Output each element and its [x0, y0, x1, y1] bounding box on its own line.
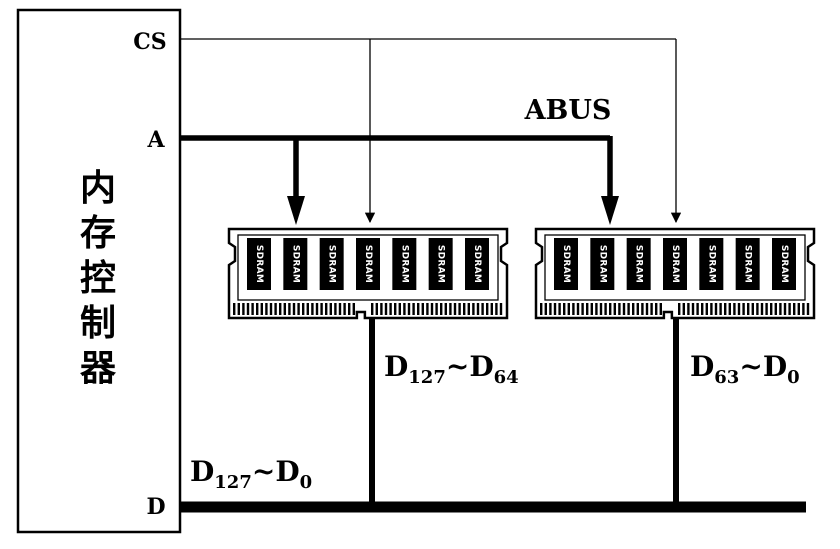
sdram-chip-label: SDRAM: [706, 245, 716, 283]
sdram-chip: SDRAM: [699, 238, 724, 290]
sdram-chip: SDRAM: [590, 238, 615, 290]
sdram-chip-label: SDRAM: [472, 245, 482, 283]
sdram-chip-label: SDRAM: [290, 245, 300, 283]
sdram-module-2: SDRAM SDRAM SDRAM SDRAM SDRAM SDRAM SDRAM: [534, 227, 816, 320]
controller-title: 内 存 控 制 器: [80, 168, 117, 389]
sdram-chip-label: SDRAM: [743, 245, 753, 283]
sdram-chip-label: SDRAM: [634, 245, 644, 283]
edge-connector-pins: [540, 303, 810, 315]
sdram-chip-label: SDRAM: [670, 245, 680, 283]
sdram-chip: SDRAM: [735, 238, 760, 290]
controller-title-char: 内: [80, 168, 116, 209]
address-bus: [180, 135, 619, 225]
module-1-data-range-label: D127~D64: [384, 350, 519, 388]
sdram-chip-label: SDRAM: [363, 245, 373, 283]
address-arrow-module-2: [601, 196, 619, 225]
controller-title-char: 控: [80, 258, 116, 299]
edge-connector-pins: [233, 303, 503, 315]
cs-line: [180, 38, 682, 224]
controller-title-char: 制: [80, 303, 116, 344]
sdram-chip: SDRAM: [554, 238, 578, 290]
pin-a-label: A: [146, 127, 165, 153]
sdram-module-1: SDRAM SDRAM SDRAM SDRAM SDRAM SDRAM SDRAM: [227, 227, 509, 320]
abus-label: ABUS: [524, 95, 612, 126]
sdram-chip: SDRAM: [247, 238, 271, 290]
sdram-chip-label: SDRAM: [254, 245, 264, 283]
sdram-chip: SDRAM: [663, 238, 687, 290]
sdram-chip: SDRAM: [392, 238, 417, 290]
sdram-chip: SDRAM: [283, 238, 308, 290]
sdram-chip-label: SDRAM: [561, 245, 571, 283]
module-inner-frame: [237, 234, 499, 301]
address-arrow-module-1: [287, 196, 305, 225]
memory-controller-box: [16, 8, 182, 534]
controller-title-char: 器: [80, 348, 117, 389]
sdram-chip: SDRAM: [772, 238, 796, 290]
pin-d-label: D: [146, 494, 165, 520]
sdram-chip-label: SDRAM: [779, 245, 789, 283]
pin-cs-label: CS: [133, 29, 166, 55]
sdram-chip: SDRAM: [428, 238, 453, 290]
sdram-chip-label: SDRAM: [436, 245, 446, 283]
data-bus-range-label: D127~D0: [190, 455, 312, 493]
sdram-chip: SDRAM: [626, 238, 651, 290]
sdram-chip-label: SDRAM: [327, 245, 337, 283]
module-2-data-range-label: D63~D0: [690, 350, 800, 388]
sdram-chip-label: SDRAM: [597, 245, 607, 283]
sdram-chip: SDRAM: [319, 238, 344, 290]
sdram-chip: SDRAM: [356, 238, 380, 290]
module-inner-frame: [544, 234, 806, 301]
data-bus: [180, 318, 806, 513]
sdram-chip: SDRAM: [465, 238, 489, 290]
sdram-chip-label: SDRAM: [399, 245, 409, 283]
controller-title-char: 存: [80, 213, 116, 254]
